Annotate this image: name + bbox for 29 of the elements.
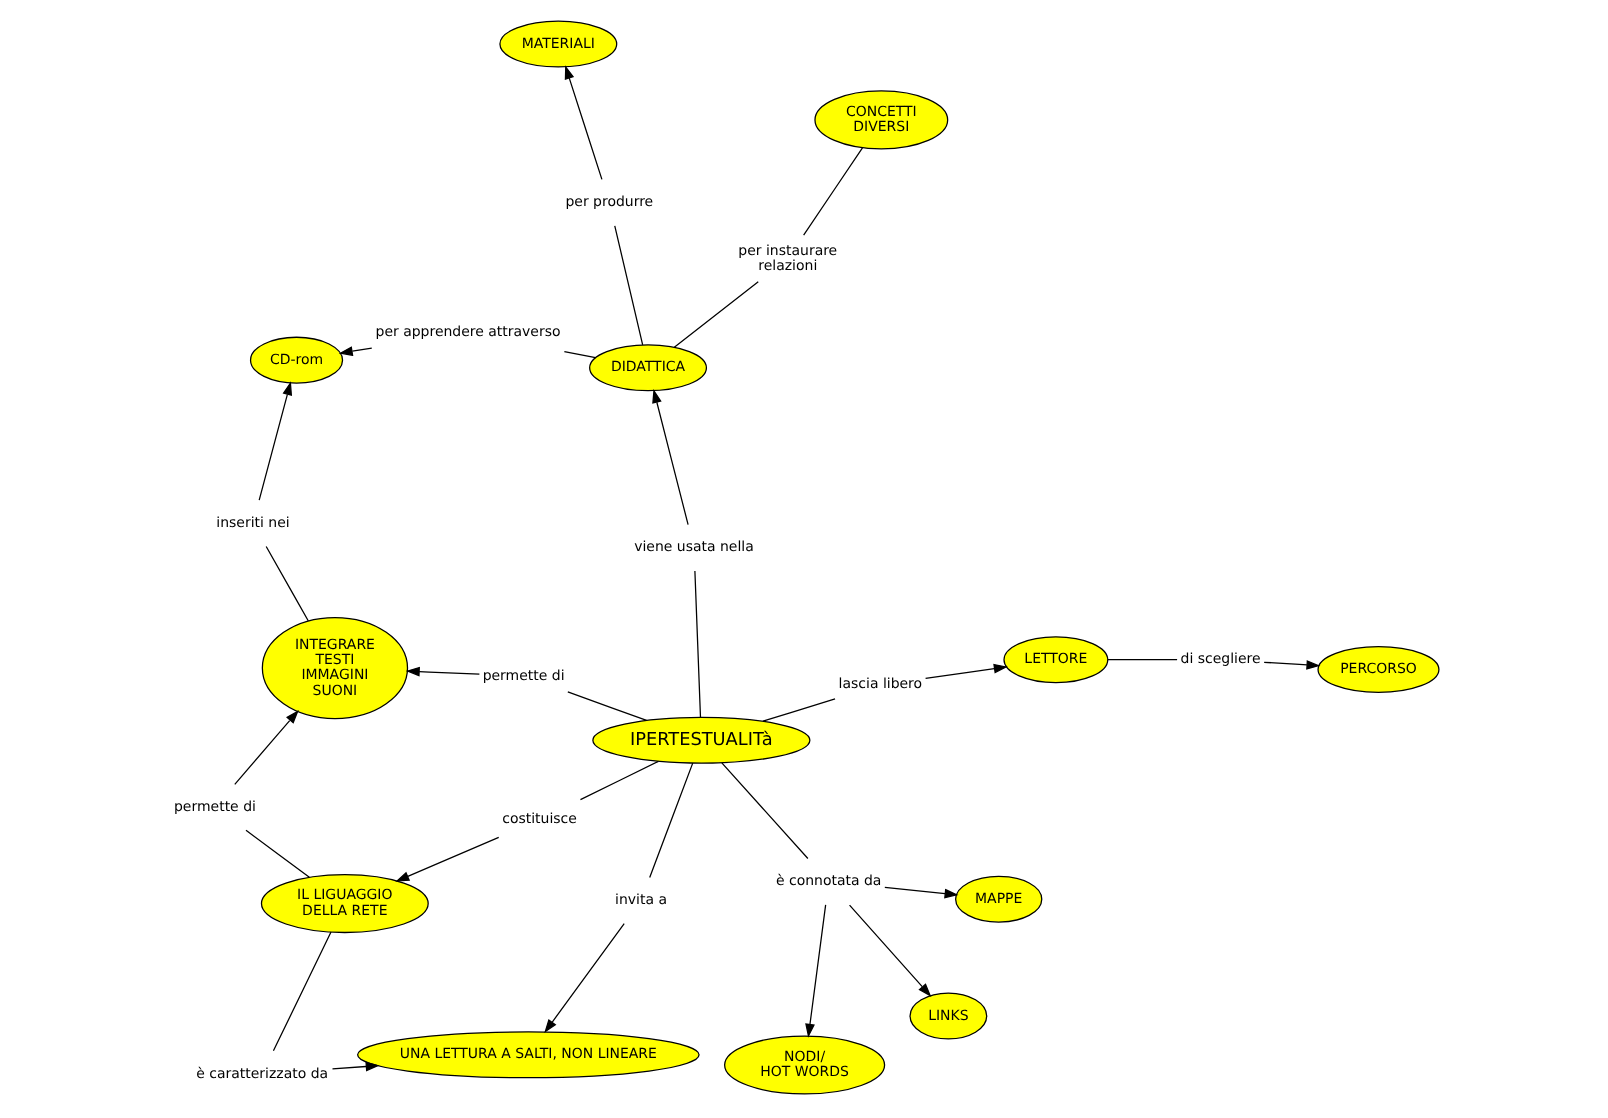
connector [761,698,835,722]
arrow [883,886,958,899]
arrow [337,346,372,357]
connector [693,570,701,718]
arrow [1262,660,1320,670]
connector [271,931,331,1052]
node-ellipse: IPERTESTUALITà [591,716,810,764]
connector [264,545,308,622]
connector [566,691,647,722]
arrow [804,904,826,1038]
arrow [543,922,624,1034]
arrow [330,1061,379,1072]
arrow [233,709,298,785]
connector [562,350,596,359]
arrow [847,904,931,997]
connector [720,762,808,860]
connector [578,760,659,801]
arrow [404,666,480,677]
connector [802,147,863,236]
arrow [923,663,1007,680]
connector [613,225,643,346]
connector [244,829,309,878]
connector [1106,658,1177,661]
arrow [563,65,602,181]
arrow [651,389,688,526]
arrow [257,381,292,501]
connector [648,762,693,879]
connector [672,281,758,348]
arrow [394,836,499,882]
